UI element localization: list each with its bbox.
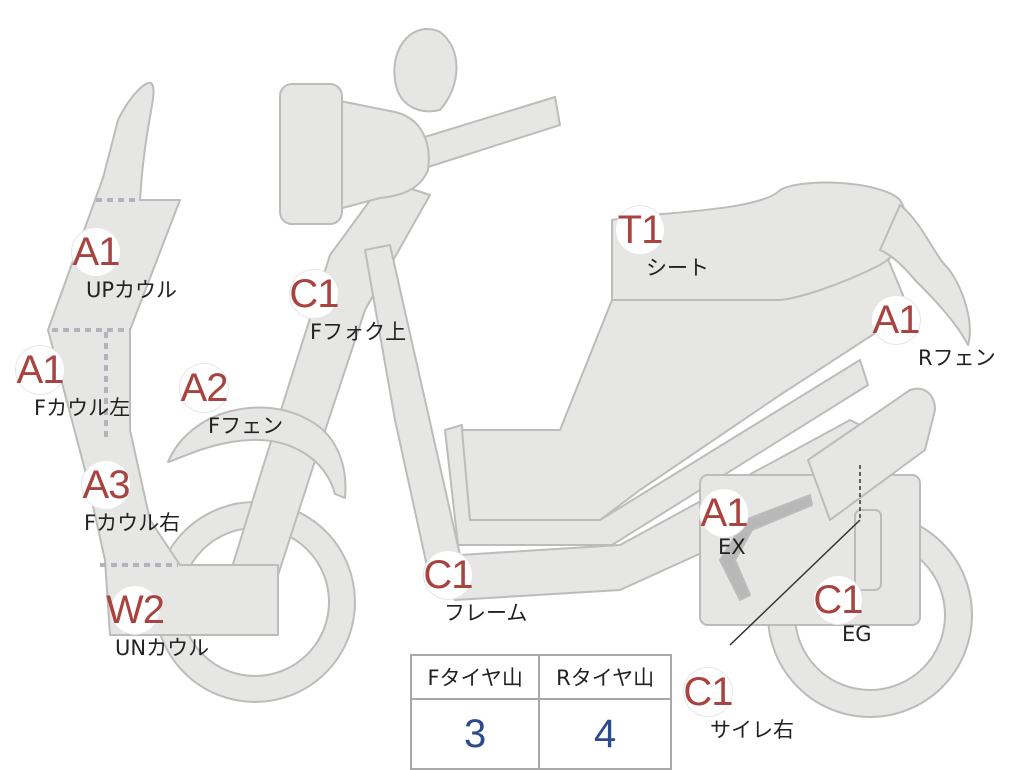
exhaust-pipe: [719, 494, 813, 601]
part-code: A1: [16, 348, 65, 392]
engine-leader-line: [729, 519, 861, 646]
part-code: A2: [180, 366, 229, 410]
part-label: EX: [718, 535, 746, 559]
part-code: W2: [106, 588, 165, 632]
code-badge: [111, 586, 159, 634]
tire-tread-table: Fタイヤ山 Rタイヤ山 3 4: [409, 654, 672, 770]
part-code: T1: [617, 208, 664, 252]
part-code: C1: [683, 670, 733, 714]
code-badge: [290, 270, 338, 318]
part-code: A3: [82, 463, 131, 507]
part-label: Fカウル左: [34, 396, 131, 420]
part-label: シート: [646, 256, 709, 280]
code-badge: [814, 576, 862, 624]
part-label: EG: [842, 622, 872, 646]
part-code: A1: [700, 491, 749, 535]
headlight: [279, 83, 343, 225]
code-badge: [180, 364, 228, 412]
code-badge: [684, 668, 732, 716]
part-code: C1: [813, 578, 863, 622]
part-label: フレーム: [444, 601, 528, 625]
code-badge: [72, 228, 120, 276]
code-badge: [872, 296, 920, 344]
part-label: Fカウル右: [84, 511, 181, 535]
part-code: A1: [72, 230, 121, 274]
rear-body: [461, 239, 906, 521]
part-label: サイレ右: [710, 718, 794, 742]
rear-shock: [854, 509, 882, 591]
part-label: UPカウル: [86, 278, 178, 302]
part-code: C1: [289, 272, 339, 316]
part-label: Fフェン: [208, 414, 284, 438]
part-label: Rフェン: [918, 346, 996, 370]
part-label: Fフォク上: [310, 320, 407, 344]
code-badge: [424, 551, 472, 599]
code-badge: [616, 206, 664, 254]
airbox: [807, 387, 936, 521]
seat-shape: [611, 181, 909, 301]
mirror: [393, 28, 458, 113]
rear-fender-shape: [879, 204, 971, 346]
front-fender-shape: [167, 406, 347, 499]
head-cowl: [334, 99, 430, 211]
rear-tire-header: Rタイヤ山: [538, 654, 672, 700]
front-tire-value: 3: [409, 698, 541, 770]
code-badge: [82, 461, 130, 509]
part-code: A1: [872, 298, 921, 342]
part-code: C1: [423, 553, 473, 597]
part-label: UNカウル: [115, 636, 210, 660]
code-badge: [16, 346, 64, 394]
code-badge: [700, 489, 748, 537]
front-tire-header: Fタイヤ山: [409, 654, 541, 700]
rear-tire-value: 4: [538, 698, 672, 770]
